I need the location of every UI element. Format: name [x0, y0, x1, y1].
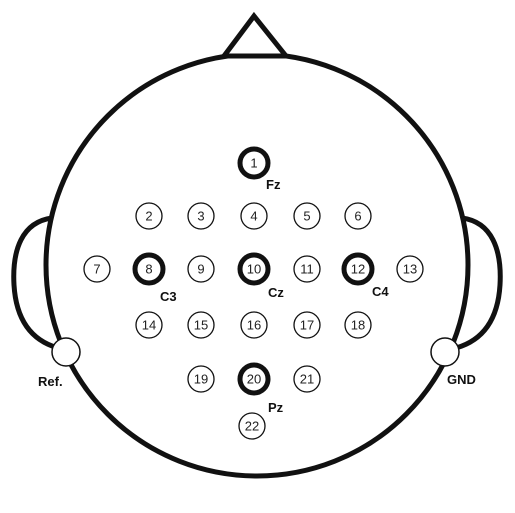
- electrode-5: [293, 202, 321, 230]
- right-ear: [455, 215, 503, 351]
- electrode-4: [240, 202, 268, 230]
- electrode-2: [135, 202, 163, 230]
- electrode-number: 8: [145, 262, 152, 277]
- electrode-11: [293, 255, 321, 283]
- electrode-14: [135, 311, 163, 339]
- electrode-number: 17: [300, 318, 314, 333]
- electrode-site-label: Fz: [266, 177, 281, 192]
- electrode-9: [187, 255, 215, 283]
- electrode-20: [237, 362, 271, 396]
- electrode-22: [238, 412, 266, 440]
- electrode-number: 15: [194, 318, 208, 333]
- electrode-7: [83, 255, 111, 283]
- electrode-number: 21: [300, 372, 314, 387]
- electrode-number: 3: [197, 209, 204, 224]
- electrode-site-label: C4: [372, 284, 389, 299]
- electrode-number: 14: [142, 318, 156, 333]
- electrode-number: 1: [250, 156, 257, 171]
- electrode-21: [293, 365, 321, 393]
- electrode-6: [344, 202, 372, 230]
- electrode-number: 4: [250, 209, 257, 224]
- electrode-13: [396, 255, 424, 283]
- electrode-3: [187, 202, 215, 230]
- electrode-site-label: Cz: [268, 285, 284, 300]
- electrode-10: [237, 252, 271, 286]
- electrode-number: 18: [351, 318, 365, 333]
- electrode-number: 6: [354, 209, 361, 224]
- electrode-number: 2: [145, 209, 152, 224]
- electrode-12: [341, 252, 375, 286]
- electrode-1: [237, 146, 271, 180]
- electrode-number: 16: [247, 318, 261, 333]
- electrode-number: 19: [194, 372, 208, 387]
- electrode-16: [240, 311, 268, 339]
- electrode-number: 13: [403, 262, 417, 277]
- electrode-number: 22: [245, 419, 259, 434]
- electrode-15: [187, 311, 215, 339]
- left-ear: [11, 215, 59, 351]
- electrode-19: [187, 365, 215, 393]
- electrode-number: 11: [300, 262, 314, 277]
- electrode-17: [293, 311, 321, 339]
- electrode-number: 12: [351, 262, 365, 277]
- electrode-number: 5: [303, 209, 310, 224]
- electrode-number: 20: [247, 372, 261, 387]
- electrode-number: 10: [247, 262, 261, 277]
- gnd-electrode: [430, 337, 460, 367]
- nose: [219, 11, 292, 59]
- ref-label: Ref.: [38, 374, 63, 389]
- ref-electrode: [51, 337, 81, 367]
- electrode-number: 9: [197, 262, 204, 277]
- electrode-18: [344, 311, 372, 339]
- electrode-site-label: Pz: [268, 400, 284, 415]
- gnd-label: GND: [447, 372, 476, 387]
- electrode-number: 7: [93, 262, 100, 277]
- electrode-site-label: C3: [160, 289, 177, 304]
- electrode-8: [132, 252, 166, 286]
